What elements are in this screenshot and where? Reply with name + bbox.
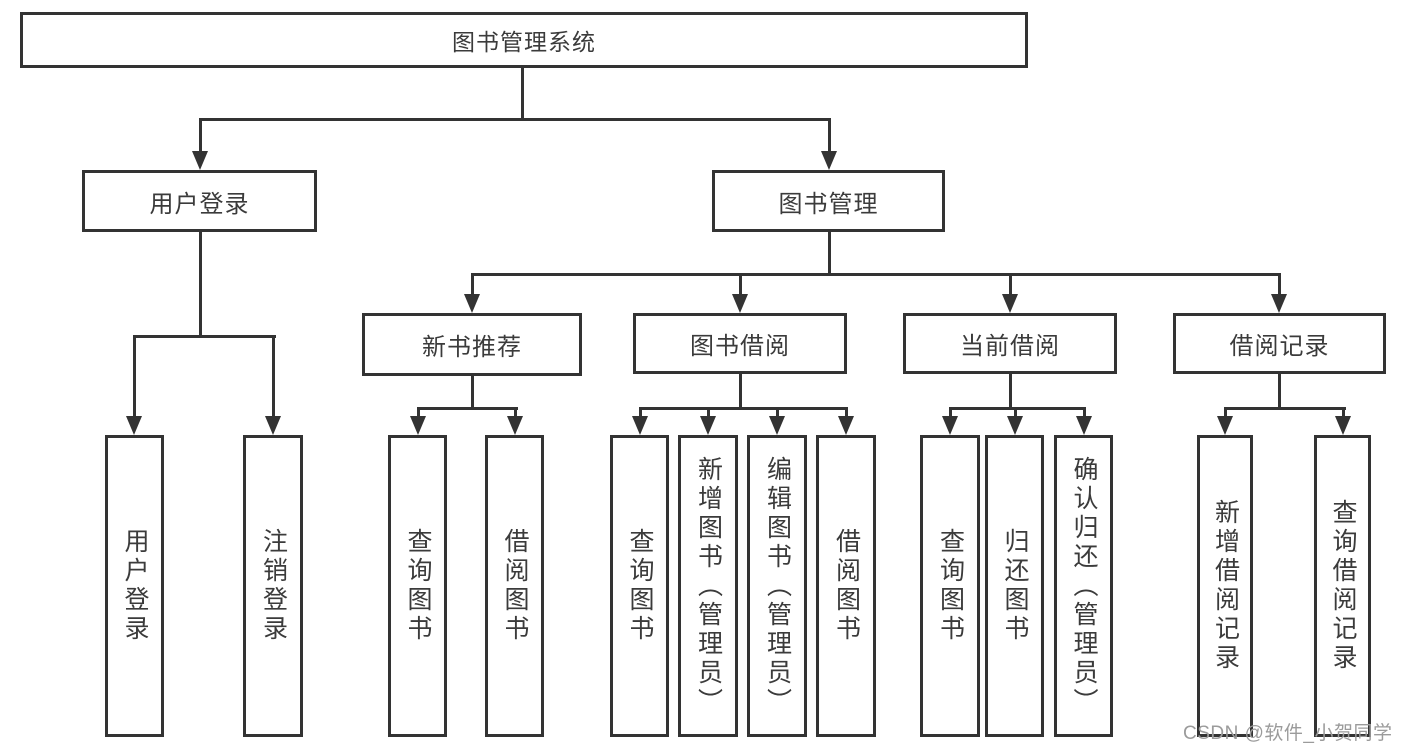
arrowhead-down-icon [700, 416, 716, 435]
node-label: 借阅记录 [1229, 333, 1330, 360]
connector-segment [1082, 407, 1086, 421]
connector-segment [470, 273, 474, 299]
connector-segment [827, 232, 831, 276]
node-label: 新书推荐 [422, 334, 522, 361]
connector-segment [738, 373, 742, 410]
leaf-edit-books-admin: 编辑图书（管理员） [747, 435, 807, 737]
connector-segment [738, 273, 742, 299]
connector-segment [1341, 407, 1345, 421]
arrowhead-down-icon [1002, 294, 1018, 313]
connector-segment [520, 68, 524, 120]
arrowhead-down-icon [632, 416, 648, 435]
leaf-borrow-books-recommend: 借阅图书 [485, 435, 544, 737]
node-book-management: 图书管理 [712, 170, 945, 232]
connector-segment [1277, 273, 1281, 299]
connector-segment [470, 375, 474, 410]
node-root-system: 图书管理系统 [20, 12, 1028, 68]
leaf-add-books-admin: 新增图书（管理员） [678, 435, 738, 737]
leaf-query-borrow-record: 查询借阅记录 [1314, 435, 1371, 737]
arrowhead-down-icon [265, 416, 281, 435]
arrowhead-down-icon [410, 416, 426, 435]
connector-segment [827, 118, 831, 156]
connector-segment [948, 407, 952, 421]
arrowhead-down-icon [821, 151, 837, 170]
connector-segment [1223, 407, 1227, 421]
connector-segment [470, 273, 1281, 276]
leaf-query-books-borrow: 查询图书 [610, 435, 669, 737]
node-book-borrow: 图书借阅 [633, 313, 847, 374]
leaf-logout: 注销登录 [243, 435, 303, 737]
connector-segment [1223, 407, 1346, 410]
leaf-add-borrow-record: 新增借阅记录 [1197, 435, 1253, 737]
arrowhead-down-icon [192, 151, 208, 170]
arrowhead-down-icon [507, 416, 523, 435]
connector-segment [416, 407, 518, 410]
connector-segment [416, 407, 420, 421]
leaf-confirm-return-admin: 确认归还（管理员） [1054, 435, 1113, 737]
connector-segment [1277, 373, 1281, 410]
arrowhead-down-icon [942, 416, 958, 435]
connector-segment [1008, 273, 1012, 299]
leaf-query-books-current: 查询图书 [920, 435, 980, 737]
node-label: 图书借阅 [690, 333, 790, 360]
node-label: 图书管理 [778, 190, 879, 218]
leaf-query-books-recommend: 查询图书 [388, 435, 447, 737]
node-borrow-records: 借阅记录 [1173, 313, 1386, 374]
arrowhead-down-icon [769, 416, 785, 435]
arrowhead-down-icon [1217, 416, 1233, 435]
arrowhead-down-icon [1007, 416, 1023, 435]
connector-segment [132, 335, 276, 338]
connector-segment [706, 407, 710, 421]
node-label: 图书管理系统 [452, 29, 596, 55]
leaf-borrow-books: 借阅图书 [816, 435, 876, 737]
arrowhead-down-icon [838, 416, 854, 435]
node-current-borrow: 当前借阅 [903, 313, 1117, 374]
connector-segment [844, 407, 848, 421]
arrowhead-down-icon [1271, 294, 1287, 313]
connector-segment [198, 118, 202, 156]
arrowhead-down-icon [126, 416, 142, 435]
node-user-login: 用户登录 [82, 170, 317, 232]
leaf-user-login: 用户登录 [105, 435, 164, 737]
connector-segment [948, 407, 1086, 410]
connector-segment [198, 118, 831, 121]
connector-segment [132, 335, 136, 419]
arrowhead-down-icon [1076, 416, 1092, 435]
connector-segment [513, 407, 517, 421]
connector-segment [1008, 373, 1012, 410]
arrowhead-down-icon [464, 294, 480, 313]
node-new-book-recommend: 新书推荐 [362, 313, 582, 376]
arrowhead-down-icon [732, 294, 748, 313]
node-label: 用户登录 [149, 190, 250, 218]
connector-segment [1013, 407, 1017, 421]
connector-segment [198, 232, 202, 338]
node-label: 当前借阅 [960, 333, 1060, 360]
watermark: CSDN @软件_小贺同学 [1183, 723, 1393, 744]
connector-segment [638, 407, 848, 410]
connector-segment [775, 407, 779, 421]
leaf-return-books: 归还图书 [985, 435, 1044, 737]
connector-segment [638, 407, 642, 421]
arrowhead-down-icon [1335, 416, 1351, 435]
connector-segment [271, 335, 275, 419]
